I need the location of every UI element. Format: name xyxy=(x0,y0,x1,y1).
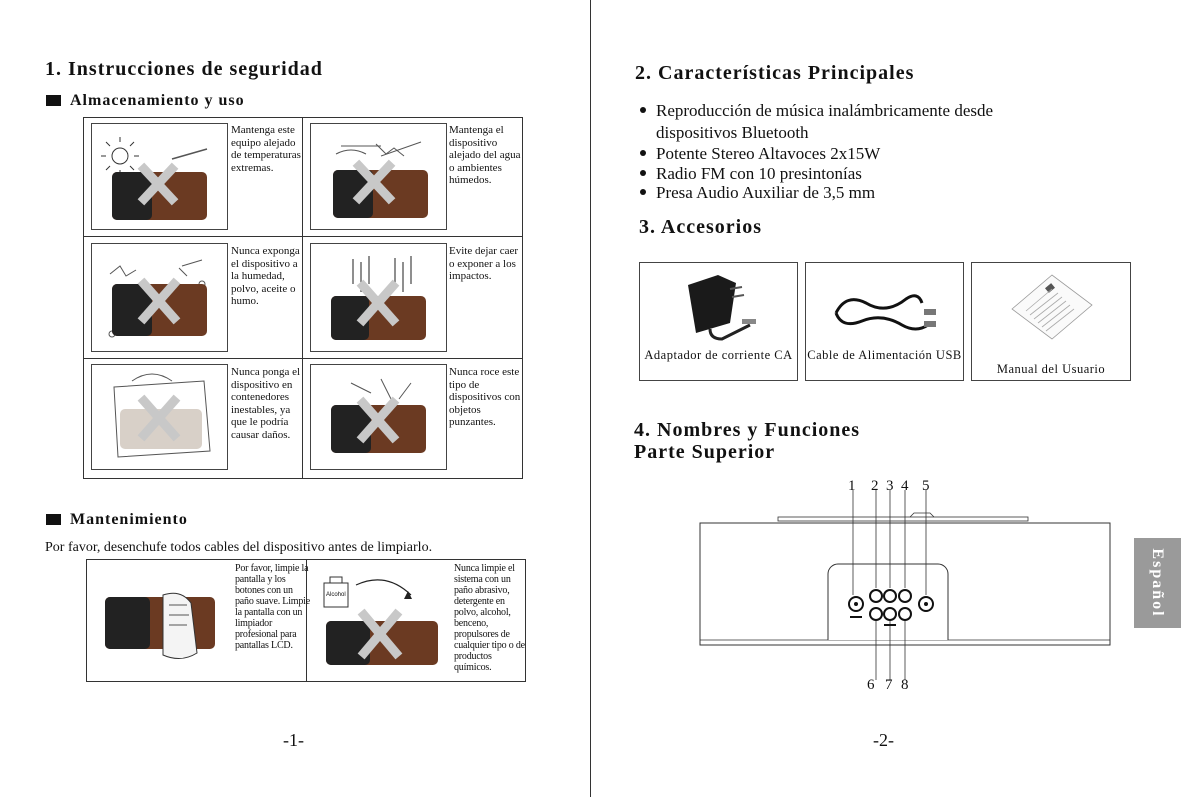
callout-number: 8 xyxy=(901,677,909,693)
cross-mark-icon xyxy=(137,162,179,206)
feature-text: Reproducción de música inalámbricamente … xyxy=(656,101,994,142)
bullet-icon xyxy=(640,107,646,114)
names-title: 4. Nombres y Funciones xyxy=(634,419,861,441)
callout-number: 6 xyxy=(867,677,875,693)
storage-text: Evite dejar caer o exponer a los impacto… xyxy=(449,245,519,282)
feature-item: Radio FM con 10 presintonías xyxy=(640,163,862,185)
bullet-icon xyxy=(640,150,646,157)
storage-image-dust xyxy=(91,243,228,352)
feature-text: Radio FM con 10 presintonías xyxy=(656,164,862,183)
accessory-manual: Manual del Usuario xyxy=(971,262,1131,381)
feature-item: Presa Audio Auxiliar de 3,5 mm xyxy=(640,182,875,204)
language-tab: Español xyxy=(1134,538,1181,628)
callout-number: 7 xyxy=(885,677,893,693)
safety-title: 1. Instrucciones de seguridad xyxy=(45,58,323,80)
bullet-icon xyxy=(640,189,646,196)
callout-number: 2 xyxy=(871,478,879,494)
maintenance-image-cleaning xyxy=(95,575,227,670)
accessory-adapter: Adaptador de corriente CA xyxy=(639,262,798,381)
storage-text: Mantenga este equipo alejado de temperat… xyxy=(231,124,301,174)
maintenance-text: Por favor, limpie la pantalla y los boto… xyxy=(235,563,310,651)
accessory-label: Adaptador de corriente CA xyxy=(644,348,793,362)
storage-image-temperature xyxy=(91,123,228,230)
accessory-usb-cable: Cable de Alimentación USB xyxy=(805,262,964,381)
page-number-right: -2- xyxy=(873,730,894,750)
cross-mark-icon xyxy=(352,159,396,205)
storage-text: Nunca roce este tipo de dispositivos con… xyxy=(449,366,521,428)
maintenance-text: Nunca limpie el sistema con un paño abra… xyxy=(454,563,525,673)
manual-icon xyxy=(1011,274,1093,340)
grid-divider xyxy=(302,118,303,478)
cross-mark-icon xyxy=(137,394,181,442)
storage-text: Nunca exponga el dispositivo a la humeda… xyxy=(231,245,300,307)
bullet-icon xyxy=(640,170,646,177)
storage-image-container xyxy=(91,364,228,470)
grid-divider xyxy=(84,236,522,237)
top-panel-diagram xyxy=(699,490,1111,680)
maintenance-image-chemicals: Alcohol xyxy=(316,575,451,675)
storage-text: Mantenga el dispositivo alejado del agua… xyxy=(449,124,521,186)
callout-number: 1 xyxy=(848,478,856,494)
language-tab-label: Español xyxy=(1149,548,1167,618)
section-square-icon xyxy=(46,95,61,106)
accessories-title: 3. Accesorios xyxy=(639,216,762,238)
grid-divider xyxy=(306,560,307,681)
names-subtitle: Parte Superior xyxy=(634,441,776,463)
feature-text: Presa Audio Auxiliar de 3,5 mm xyxy=(656,183,876,202)
cross-mark-icon xyxy=(356,279,400,327)
storage-image-impact xyxy=(310,243,447,352)
cross-mark-icon xyxy=(356,396,400,444)
feature-item: Potente Stereo Altavoces 2x15W xyxy=(640,143,880,165)
maintenance-heading: Mantenimiento xyxy=(70,511,188,528)
features-title: 2. Características Principales xyxy=(635,62,915,84)
callout-number: 4 xyxy=(901,478,909,494)
usb-cable-icon xyxy=(834,294,936,331)
grid-divider xyxy=(84,358,522,359)
accessory-label: Manual del Usuario xyxy=(996,362,1106,376)
feature-text: Potente Stereo Altavoces 2x15W xyxy=(656,144,881,163)
sun-icon xyxy=(101,137,139,175)
accessory-label: Cable de Alimentación USB xyxy=(807,348,962,362)
storage-text: Nunca ponga el dispositivo en contenedor… xyxy=(231,366,301,441)
feature-item: Reproducción de música inalámbricamente … xyxy=(640,100,1056,144)
storage-image-sharp xyxy=(310,364,447,470)
cross-mark-icon xyxy=(137,277,181,325)
maintenance-intro: Por favor, desenchufe todos cables del d… xyxy=(45,540,433,555)
page-divider xyxy=(590,0,591,797)
power-adapter-icon xyxy=(688,275,756,341)
alcohol-label: Alcohol xyxy=(326,592,346,598)
storage-heading: Almacenamiento y uso xyxy=(70,92,245,109)
callout-number: 3 xyxy=(886,478,894,494)
section-square-icon xyxy=(46,514,61,525)
page-number-left: -1- xyxy=(283,730,304,750)
storage-image-water xyxy=(310,123,447,230)
cross-mark-icon xyxy=(357,608,403,660)
callout-number: 5 xyxy=(922,478,930,494)
